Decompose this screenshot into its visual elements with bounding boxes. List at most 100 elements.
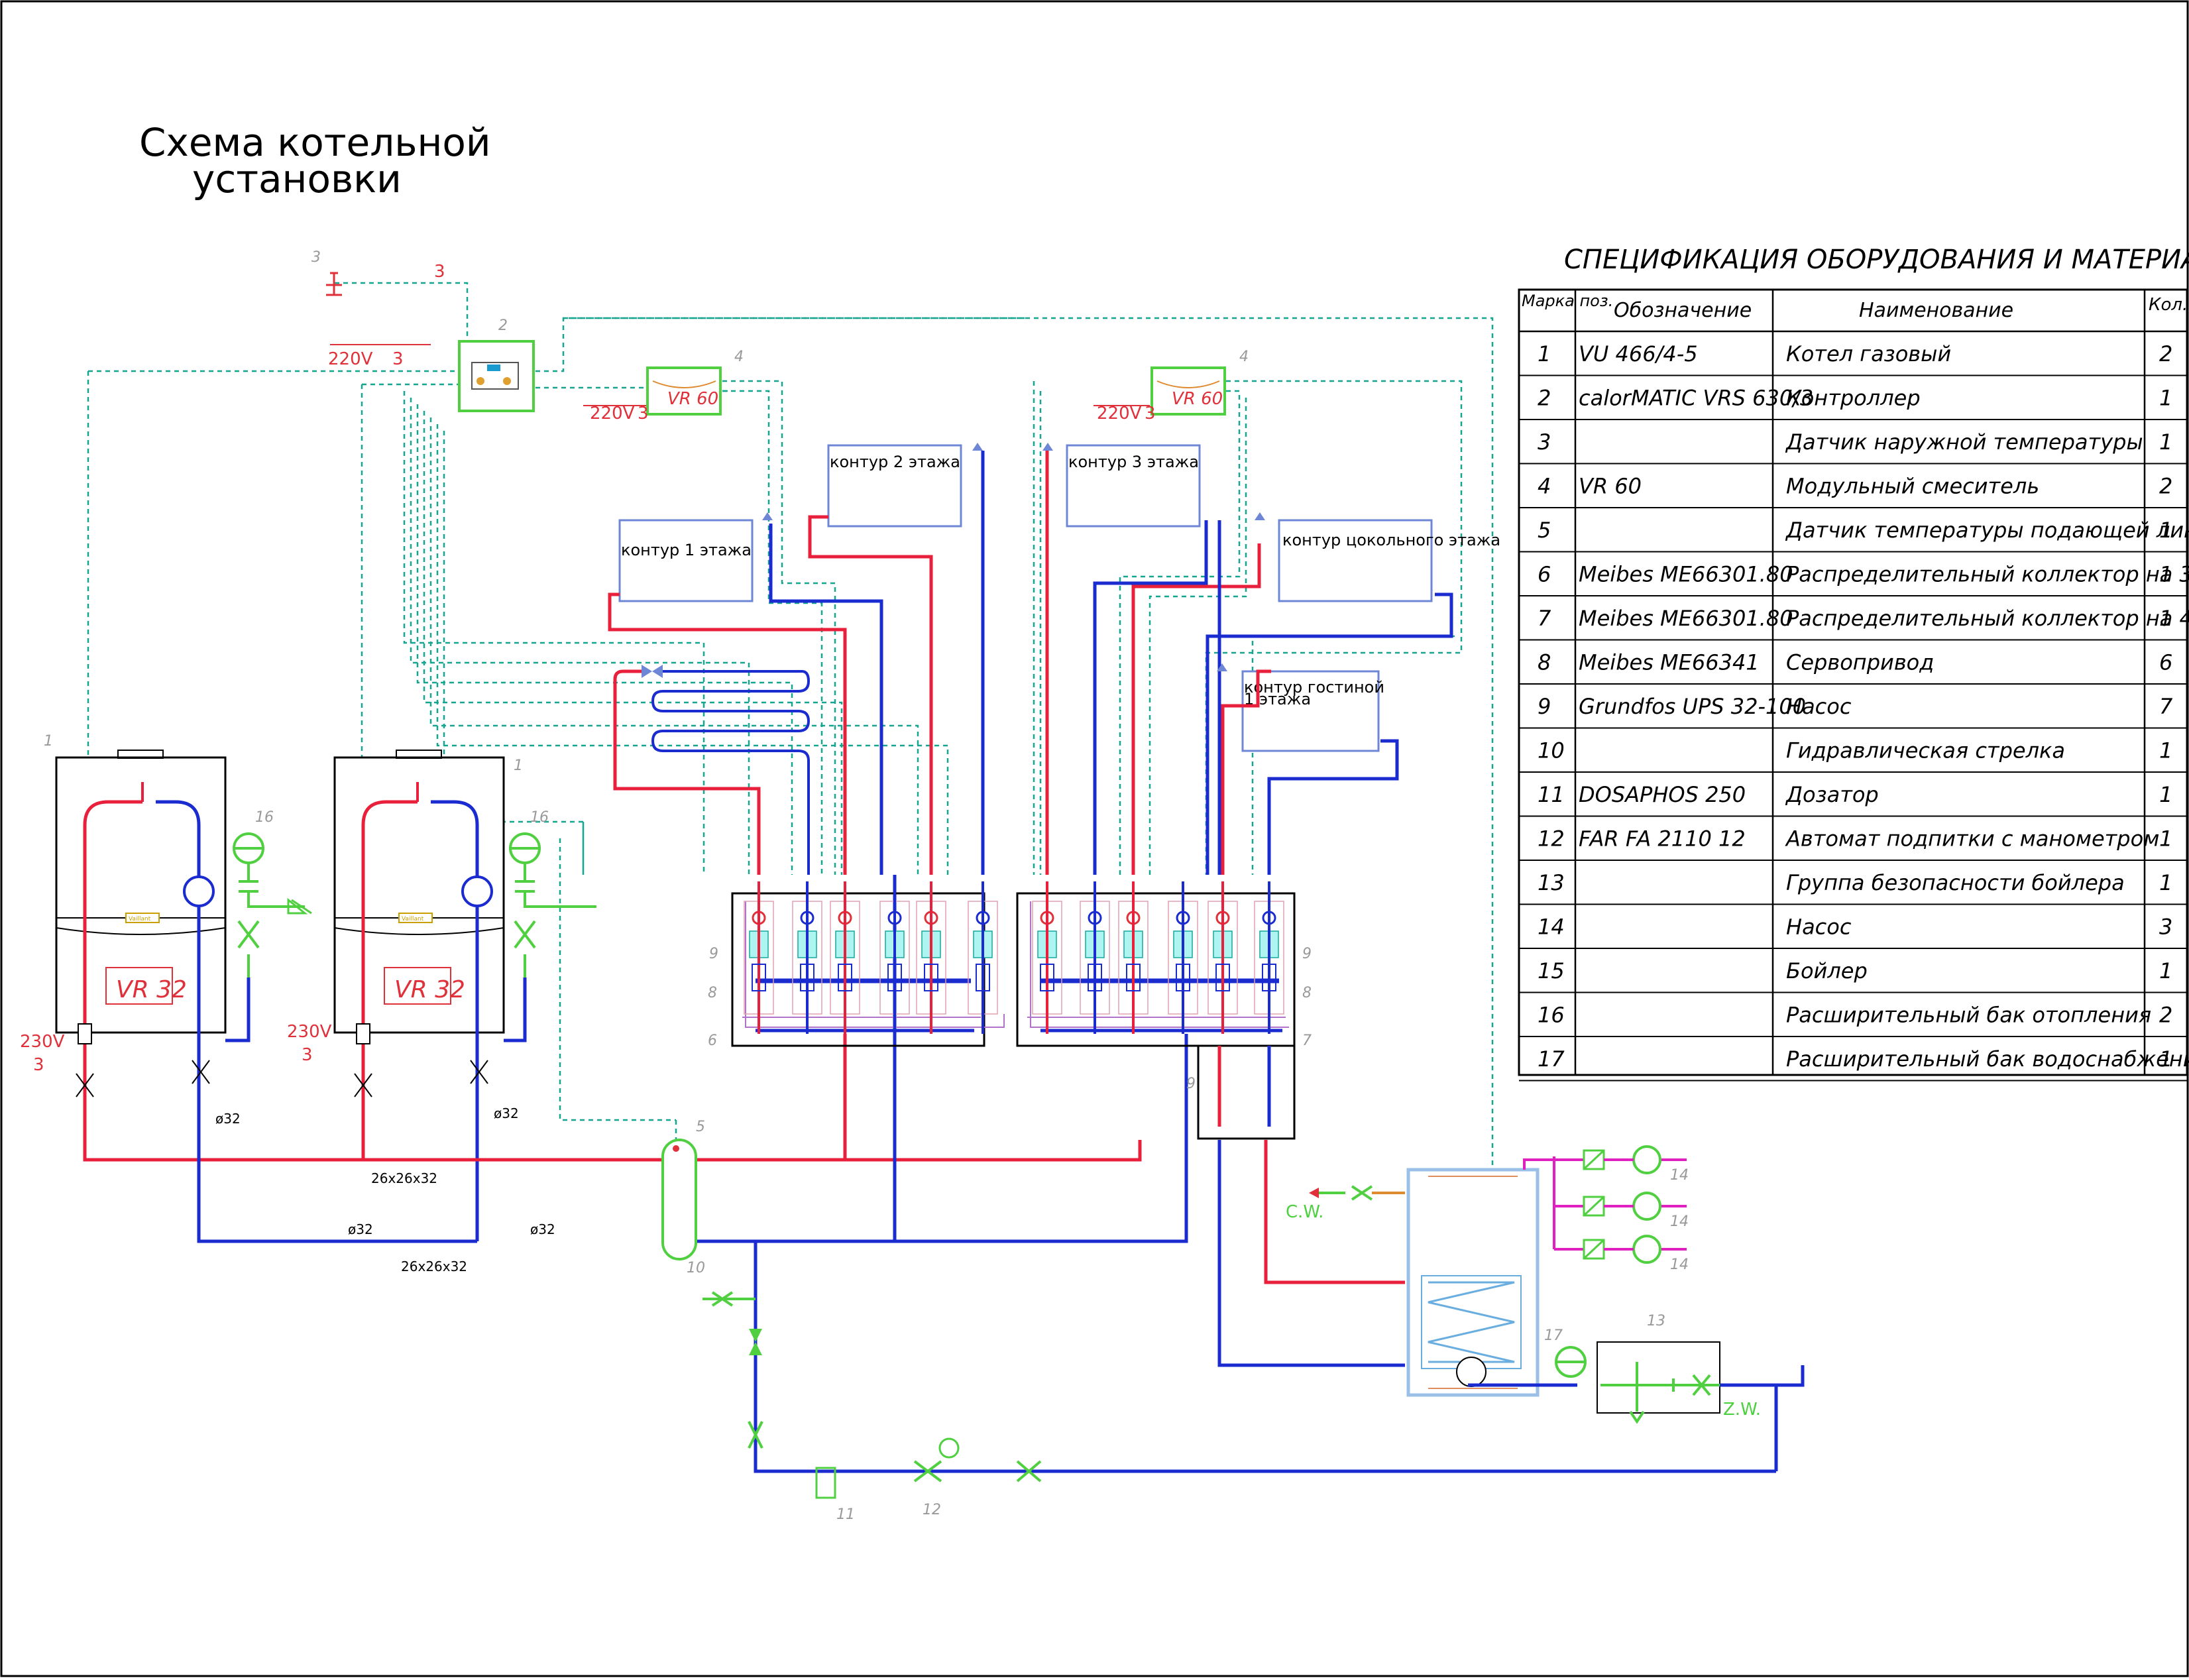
mark-16-right: 16 [530, 809, 549, 826]
dim-tee-bottom: 26x26x32 [401, 1259, 467, 1274]
spec-row-name: Сервопривод [1786, 650, 1934, 675]
mark-14-2: 14 [1670, 1213, 1689, 1230]
spec-row-mark: 12 [1538, 826, 1565, 852]
mark-2: 2 [498, 317, 508, 334]
mark-9-boiler: 9 [1186, 1076, 1196, 1092]
spec-row-name: Расширительный бак водоснабжения [1786, 1046, 2189, 1072]
spec-row-mark: 6 [1538, 562, 1551, 587]
domestic-water-label: Z.W. [1723, 1400, 1761, 1420]
spec-row-mark: 7 [1538, 606, 1551, 631]
dim-tee-top: 26x26x32 [371, 1170, 437, 1186]
spec-row-qty: 3 [2159, 915, 2172, 940]
header-mark: Марка поз. [1522, 292, 1613, 310]
mark-1-right: 1 [514, 757, 523, 774]
vr60-left-voltage-mark: 3 [638, 404, 649, 423]
mark-3-wire: 3 [434, 262, 445, 282]
manifold-4: 9 8 7 9 [1016, 881, 1312, 1140]
boiler-left-vr32: VR 32 [116, 976, 187, 1003]
spec-row-mark: 3 [1538, 429, 1551, 455]
controller-voltage-mark: 3 [392, 349, 404, 369]
spec-row-designation: Meibes ME66301.80 [1579, 606, 1793, 631]
spec-row-designation: DOSAPHOS 250 [1579, 782, 1746, 807]
spec-row-designation: Meibes ME66301.80 [1579, 562, 1793, 587]
spec-row-name: Расширительный бак отопления [1786, 1003, 2151, 1028]
header-designation: Обозначение [1614, 299, 1752, 322]
spec-row-designation: Grundfos UPS 32-100 [1579, 694, 1806, 719]
spec-row-name: Модульный смеситель [1786, 474, 2039, 499]
mark-7: 7 [1302, 1033, 1312, 1049]
spec-row-mark: 14 [1538, 915, 1565, 940]
mark-13: 13 [1647, 1313, 1665, 1329]
spec-row-name: Распределительный коллектор на 4 вых. [1786, 606, 2189, 631]
circuit-floor1 [618, 519, 754, 602]
boiler-connections: ø32 ø32 26x26x32 ø32 26x26x32 ø32 [76, 875, 1188, 1274]
spec-row-name: Группа безопасности бойлера [1786, 870, 2125, 895]
spec-row-mark: 10 [1538, 738, 1565, 763]
spec-row-mark: 4 [1538, 474, 1551, 499]
mark-9-left: 9 [709, 946, 718, 962]
heating-circuits: контур 1 этажа контур 2 этажа контур 3 э… [613, 444, 1500, 875]
vr60-right-label: VR 60 [1172, 389, 1223, 409]
boiler-left-voltage-mark: 3 [33, 1055, 44, 1075]
circuit-basement [1278, 519, 1433, 602]
controller-voltage: 220V [328, 349, 373, 369]
boiler-left-brand: Vaillant [129, 916, 151, 923]
spec-row-designation: FAR FA 2110 12 [1579, 826, 1746, 852]
mark-6: 6 [708, 1033, 717, 1049]
circuit-piping [608, 443, 1453, 875]
mark-4-right: 4 [1239, 349, 1249, 365]
mark-11: 11 [836, 1506, 855, 1523]
boiler-right-vr32: VR 32 [394, 976, 465, 1003]
spec-row-name: Бойлер [1786, 958, 1868, 983]
mark-3-sensor: 3 [311, 249, 321, 266]
circuit-floor2 [827, 444, 962, 528]
spec-row-qty: 1 [2159, 826, 2172, 852]
header-qty: Кол. [2149, 295, 2188, 315]
boiler-right-brand: Vaillant [402, 916, 424, 923]
vr60-module-left: VR 60 4 220V 3 [583, 349, 744, 423]
spec-row-name: Автомат подпитки с манометром [1785, 826, 2159, 852]
spec-row-name: Насос [1786, 915, 1852, 940]
vr60-left-label: VR 60 [667, 389, 718, 409]
mark-9-right: 9 [1302, 946, 1312, 962]
spec-row-qty: 2 [2159, 341, 2172, 366]
dim-d32-right: ø32 [494, 1105, 519, 1121]
spec-row-qty: 2 [2159, 474, 2172, 499]
expansion-tanks: 16 16 [225, 809, 596, 1042]
spec-row-name: Распределительный коллектор на 3 вых. [1786, 562, 2189, 587]
boiler-right-voltage: 230V [287, 1022, 332, 1042]
spec-row-designation: Meibes ME66341 [1579, 650, 1760, 675]
spec-row-name: Датчик температуры подающей линии [1785, 518, 2189, 543]
spec-row-qty: 1 [2159, 782, 2172, 807]
dim-d32-return-1: ø32 [348, 1221, 373, 1237]
hydraulic-separator: 5 10 [661, 1119, 705, 1276]
spec-row-mark: 1 [1538, 341, 1551, 366]
boiler-left-voltage: 230V [20, 1032, 65, 1052]
circuit-floor2-label: контур 2 этажа [830, 453, 960, 471]
circuit-floor3-label: контур 3 этажа [1068, 453, 1199, 471]
circuit-floor3 [1066, 444, 1201, 528]
spec-row-qty: 6 [2159, 650, 2172, 675]
boiler-right-voltage-mark: 3 [302, 1045, 313, 1065]
mark-8-left: 8 [708, 985, 717, 1001]
vr60-left-voltage: 220V [590, 404, 635, 423]
spec-row-name: Котел газовый [1786, 341, 1951, 366]
safety-group: 13 17 Z.W. [1544, 1313, 1805, 1471]
spec-row-qty: 1 [2159, 386, 2172, 411]
circuit-floor1-label: контур 1 этажа [621, 541, 752, 559]
vr60-right-voltage: 220V [1097, 404, 1142, 423]
spec-title: СПЕЦИФИКАЦИЯ ОБОРУДОВАНИЯ И МАТЕРИАЛОВ [1564, 245, 2189, 275]
spec-row-mark: 9 [1538, 694, 1551, 719]
spec-row-qty: 1 [2159, 870, 2172, 895]
cold-water-label: C.W. [1286, 1202, 1323, 1222]
spec-row-name: Гидравлическая стрелка [1786, 738, 2065, 763]
circuit-living [1241, 670, 1380, 752]
spec-row-qty: 7 [2159, 694, 2173, 719]
boiler-right: Vaillant VR 32 1 230V 3 [287, 750, 523, 1241]
spec-row-designation: calorMATIC VRS 630/3 [1579, 386, 1813, 411]
mark-16-left: 16 [255, 809, 274, 826]
boiler-left: Vaillant VR 32 1 230V 3 [20, 733, 477, 1243]
